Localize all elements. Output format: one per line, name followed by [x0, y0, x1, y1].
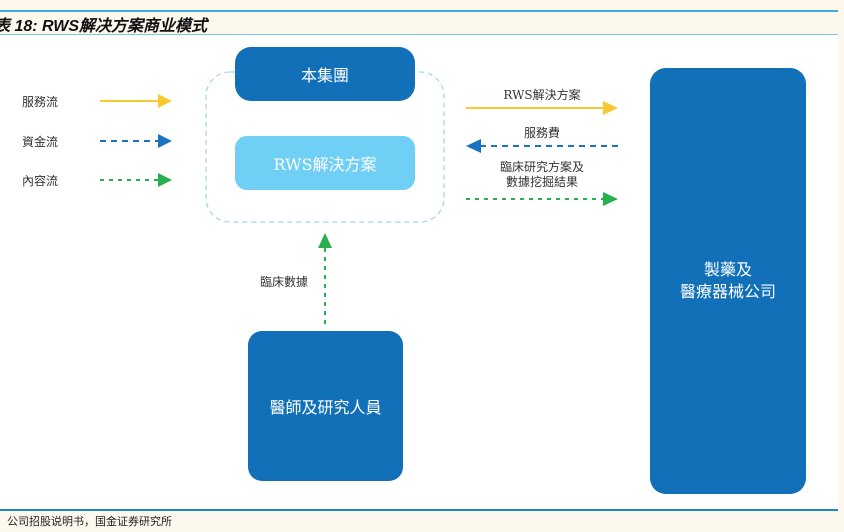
edge-clinical-arrowhead	[318, 233, 332, 248]
footer-rule	[0, 509, 838, 511]
node-pharma-label-1: 製藥及	[703, 260, 752, 279]
node-pharma: 製藥及醫療器械公司	[650, 68, 806, 494]
node-rws: RWS解決方案	[235, 136, 415, 190]
legend-money-arrowhead	[158, 134, 172, 148]
edge-clinical-label: 臨床數據	[260, 275, 309, 289]
edge-results-label: 臨床研究方案及數據挖掘結果	[466, 160, 618, 190]
node-rws-label: RWS解決方案	[273, 155, 377, 174]
header-bottom-rule	[0, 34, 838, 35]
header-top-rule	[0, 10, 838, 12]
node-pharma-label-2: 醫療器械公司	[679, 282, 776, 301]
legend-money-label: 資金流	[22, 135, 59, 149]
figure-title: 表 18: RWS解决方案商业模式	[0, 18, 208, 35]
edge-fee-arrowhead	[466, 139, 481, 153]
legend-content-label: 內容流	[22, 174, 59, 188]
edge-results-arrowhead	[603, 192, 618, 206]
node-group-label: 本集團	[300, 66, 349, 85]
legend-service-arrowhead	[158, 94, 172, 108]
node-group: 本集團	[235, 47, 415, 101]
edge-results-label-2: 數據挖掘結果	[505, 175, 578, 189]
edge-rws-arrowhead	[603, 101, 618, 115]
legend-content-arrowhead	[158, 173, 172, 187]
edge-rws-label: RWS解決方案	[503, 88, 581, 102]
node-doctors-label: 醫師及研究人員	[269, 398, 382, 417]
edge-results-label-1: 臨床研究方案及	[499, 160, 584, 174]
edge-fee-label: 服務費	[523, 126, 560, 140]
legend-service-label: 服務流	[22, 95, 59, 109]
node-doctors: 醫師及研究人員	[248, 331, 403, 481]
source-footer: 公司招股说明书，国金证券研究所	[7, 515, 172, 528]
